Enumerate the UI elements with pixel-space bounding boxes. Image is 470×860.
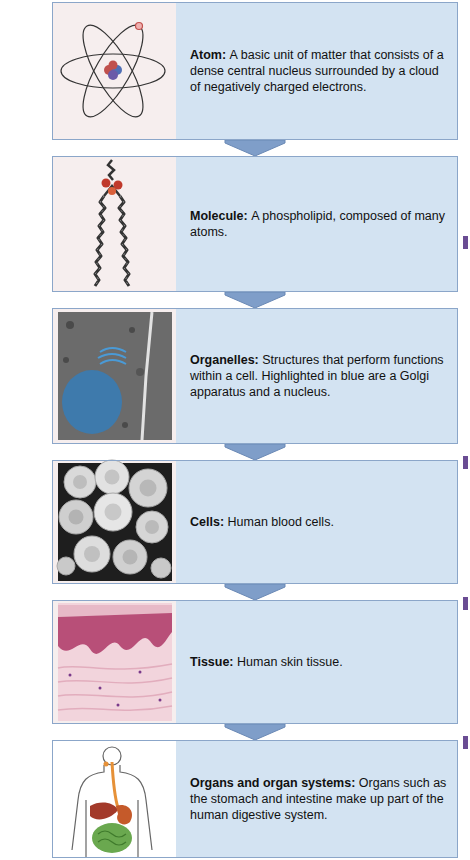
text-panel: Atom:A basic unit of matter that consist… — [176, 3, 457, 139]
edge-marks — [463, 236, 468, 749]
level-description: Atom:A basic unit of matter that consist… — [190, 47, 447, 96]
flow-arrow — [225, 584, 285, 600]
level-box: Cells: Human blood cells. — [52, 460, 458, 584]
level-box: Tissue:Human skin tissue. — [52, 600, 458, 724]
edge-marks-part — [463, 236, 468, 249]
level-box: Organs and organ systems:Organs such as … — [52, 740, 458, 858]
level-heading: Organelles: — [190, 353, 259, 367]
flow-arrow — [225, 724, 285, 740]
level-description: Organelles:Structures that perform funct… — [190, 352, 447, 401]
text-panel: Molecule:A phospholipid, composed of man… — [176, 157, 457, 291]
level-heading: Organs and organ systems: — [190, 776, 355, 790]
level-body: Human blood cells. — [228, 515, 334, 529]
level-description: Molecule:A phospholipid, composed of man… — [190, 208, 447, 241]
level-description: Organs and organ systems:Organs such as … — [190, 775, 447, 824]
level-body: Human skin tissue. — [237, 655, 343, 669]
level-heading: Tissue: — [190, 655, 234, 669]
edge-marks-part — [463, 736, 468, 749]
level-box: Molecule:A phospholipid, composed of man… — [52, 156, 458, 292]
text-panel: Organelles:Structures that perform funct… — [176, 309, 457, 443]
edge-marks-part — [463, 597, 468, 610]
text-panel: Tissue:Human skin tissue. — [176, 601, 457, 723]
edge-marks-part — [463, 456, 468, 469]
level-heading: Molecule: — [190, 209, 248, 223]
level-description: Cells: Human blood cells. — [190, 514, 334, 530]
level-body: A basic unit of matter that consists of … — [190, 48, 444, 95]
flow-arrow — [225, 140, 285, 156]
level-heading: Cells: — [190, 515, 224, 529]
text-panel: Cells: Human blood cells. — [176, 461, 457, 583]
text-panel: Organs and organ systems:Organs such as … — [176, 741, 457, 857]
level-description: Tissue:Human skin tissue. — [190, 654, 343, 670]
level-heading: Atom: — [190, 48, 226, 62]
flow-arrow — [225, 292, 285, 308]
level-box: Atom:A basic unit of matter that consist… — [52, 2, 458, 140]
level-box: Organelles:Structures that perform funct… — [52, 308, 458, 444]
flow-arrow — [225, 444, 285, 460]
